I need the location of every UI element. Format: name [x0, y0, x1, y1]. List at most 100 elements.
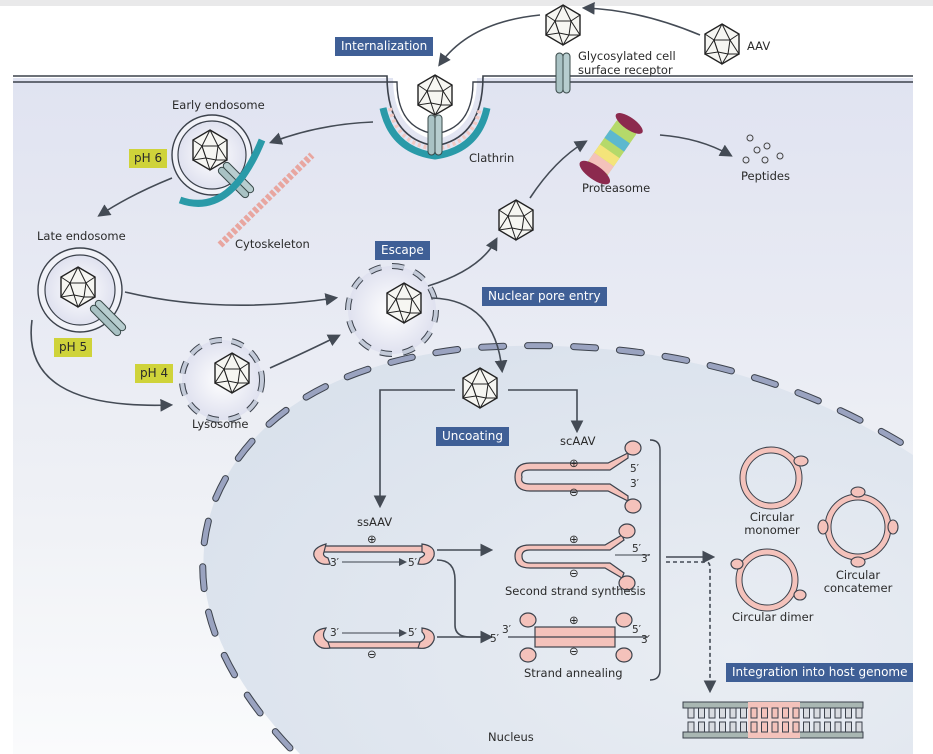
- scaav-minus-sign: ⊖: [569, 485, 579, 499]
- second-strand-synthesis-genome: [514, 523, 636, 591]
- strand-annealing-genome: [519, 612, 633, 663]
- arrow-internalization: [438, 14, 541, 67]
- scaav-3prime: 3′: [630, 478, 640, 490]
- genome-base-pair: [750, 707, 758, 719]
- genome-base-pair: [792, 721, 800, 733]
- circular-dimer-label: Circular dimer: [732, 610, 814, 624]
- host-genome-dna: [682, 701, 864, 739]
- arrow-nuclear-entry: [431, 297, 508, 374]
- late-endosome-label: Late endosome: [37, 229, 126, 243]
- aav-capsid-internalizing: [417, 74, 453, 116]
- ssaav-minus-3prime: 3′: [330, 627, 340, 639]
- scaav-genome: [514, 440, 642, 514]
- genome-base-pair: [824, 707, 831, 719]
- genome-base-pair: [761, 721, 768, 733]
- genome-base-pair: [845, 721, 852, 733]
- arrow-binding: [581, 1, 701, 36]
- genome-base-pair: [687, 721, 695, 733]
- peptides-icon: [742, 134, 784, 164]
- ssaav-label: ssAAV: [357, 515, 393, 529]
- second-strand-synthesis-label: Second strand synthesis: [505, 584, 646, 598]
- clathrin-coat: [379, 107, 491, 160]
- ssaav-plus-sign: ⊕: [367, 532, 377, 546]
- arrow-lysosome-to-escape: [269, 334, 341, 369]
- receptor-icon: [555, 52, 571, 94]
- genome-base-pair: [792, 707, 800, 719]
- aav-label: AAV: [747, 39, 771, 53]
- genome-base-pair: [813, 707, 821, 719]
- scaav-label: scAAV: [560, 434, 596, 448]
- scaav-plus-sign: ⊕: [569, 456, 579, 470]
- genome-base-pair: [771, 721, 779, 733]
- aav-capsid-bound: [545, 4, 581, 46]
- proteasome-label: Proteasome: [582, 181, 651, 195]
- receptor-icon: [427, 114, 443, 156]
- nuclear-pore-entry-step-tag: Nuclear pore entry: [482, 287, 607, 306]
- arrow-to-integration: [666, 561, 717, 694]
- genome-base-pair: [708, 707, 716, 719]
- genome-base-pair: [782, 707, 789, 719]
- genome-base-pair: [740, 707, 747, 719]
- receptor-label-line2: surface receptor: [578, 63, 673, 77]
- arrow-to-lysosome: [30, 319, 174, 412]
- scaav-5prime: 5′: [630, 463, 640, 475]
- arrow-to-late-endosome: [97, 177, 173, 217]
- circular-monomer-label-line1: Circular: [749, 510, 795, 524]
- genome-base-pair: [687, 707, 695, 719]
- genome-base-pair: [698, 721, 705, 733]
- ssaav-minus-5prime: 5′: [408, 627, 418, 639]
- genome-base-pair: [855, 721, 863, 733]
- arrow-to-early-endosome: [269, 121, 374, 145]
- cytoskeleton-filament: [217, 152, 315, 248]
- genome-base-pair: [813, 721, 821, 733]
- integration-step-tag: Integration into host genome: [726, 663, 914, 682]
- second-strand-5prime: 5′: [632, 543, 642, 555]
- annealing-minus-sign: ⊖: [569, 644, 579, 658]
- arrow-to-ssaav: [373, 389, 455, 509]
- arrow-to-scaav: [508, 389, 584, 434]
- circular-concatemer-label-line1: Circular: [835, 568, 881, 582]
- cytoskeleton-label: Cytoskeleton: [235, 237, 310, 251]
- ssaav-minus-sign: ⊖: [367, 647, 377, 661]
- aav-capsid-free: [704, 23, 740, 65]
- second-strand-minus-sign: ⊖: [569, 566, 579, 580]
- circular-concatemer-label-line2: concatemer: [823, 581, 893, 595]
- genome-base-pair: [729, 707, 737, 719]
- top-shadow: [0, 0, 933, 6]
- annealing-right-5prime: 5′: [632, 624, 642, 636]
- clathrin-coat-endosome: [178, 138, 266, 207]
- second-strand-3prime: 3′: [641, 553, 651, 565]
- arrow-late-to-escape: [124, 291, 339, 306]
- circular-dimer: [736, 549, 798, 611]
- ssaav-plus-5prime: 5′: [408, 557, 418, 569]
- arrow-to-proteasome: [529, 140, 588, 199]
- genome-base-pair: [698, 707, 705, 719]
- annealing-left-5prime: 5′: [490, 633, 500, 645]
- ph-early-endosome-badge: pH 6: [129, 149, 168, 168]
- clathrin-label: Clathrin: [469, 151, 515, 165]
- arrow-to-peptides: [659, 134, 733, 157]
- annealing-left-3prime: 3′: [502, 624, 512, 636]
- escape-vesicle: [346, 264, 438, 356]
- escape-step-tag: Escape: [375, 241, 430, 260]
- genome-base-pair: [719, 721, 726, 733]
- genome-base-pair: [834, 721, 842, 733]
- nuclear-envelope: [200, 343, 916, 751]
- genome-base-pair: [708, 721, 716, 733]
- receptor-label-line1: Glycosylated cell: [578, 49, 676, 63]
- ssaav-minus-strand: [313, 627, 435, 649]
- ph-late-endosome-badge: pH 5: [54, 338, 93, 357]
- genome-base-pair: [824, 721, 831, 733]
- internalization-step-tag: Internalization: [335, 37, 434, 56]
- annealing-right-3prime: 3′: [641, 634, 651, 646]
- annealing-plus-sign: ⊕: [569, 613, 579, 627]
- genome-base-pair: [761, 707, 768, 719]
- genome-base-pair: [771, 707, 779, 719]
- arrow-to-proteasomal-path: [427, 237, 498, 287]
- genome-base-pair: [740, 721, 747, 733]
- genome-base-pair: [855, 707, 863, 719]
- ssaav-plus-3prime: 3′: [330, 557, 340, 569]
- peptides-label: Peptides: [741, 169, 790, 183]
